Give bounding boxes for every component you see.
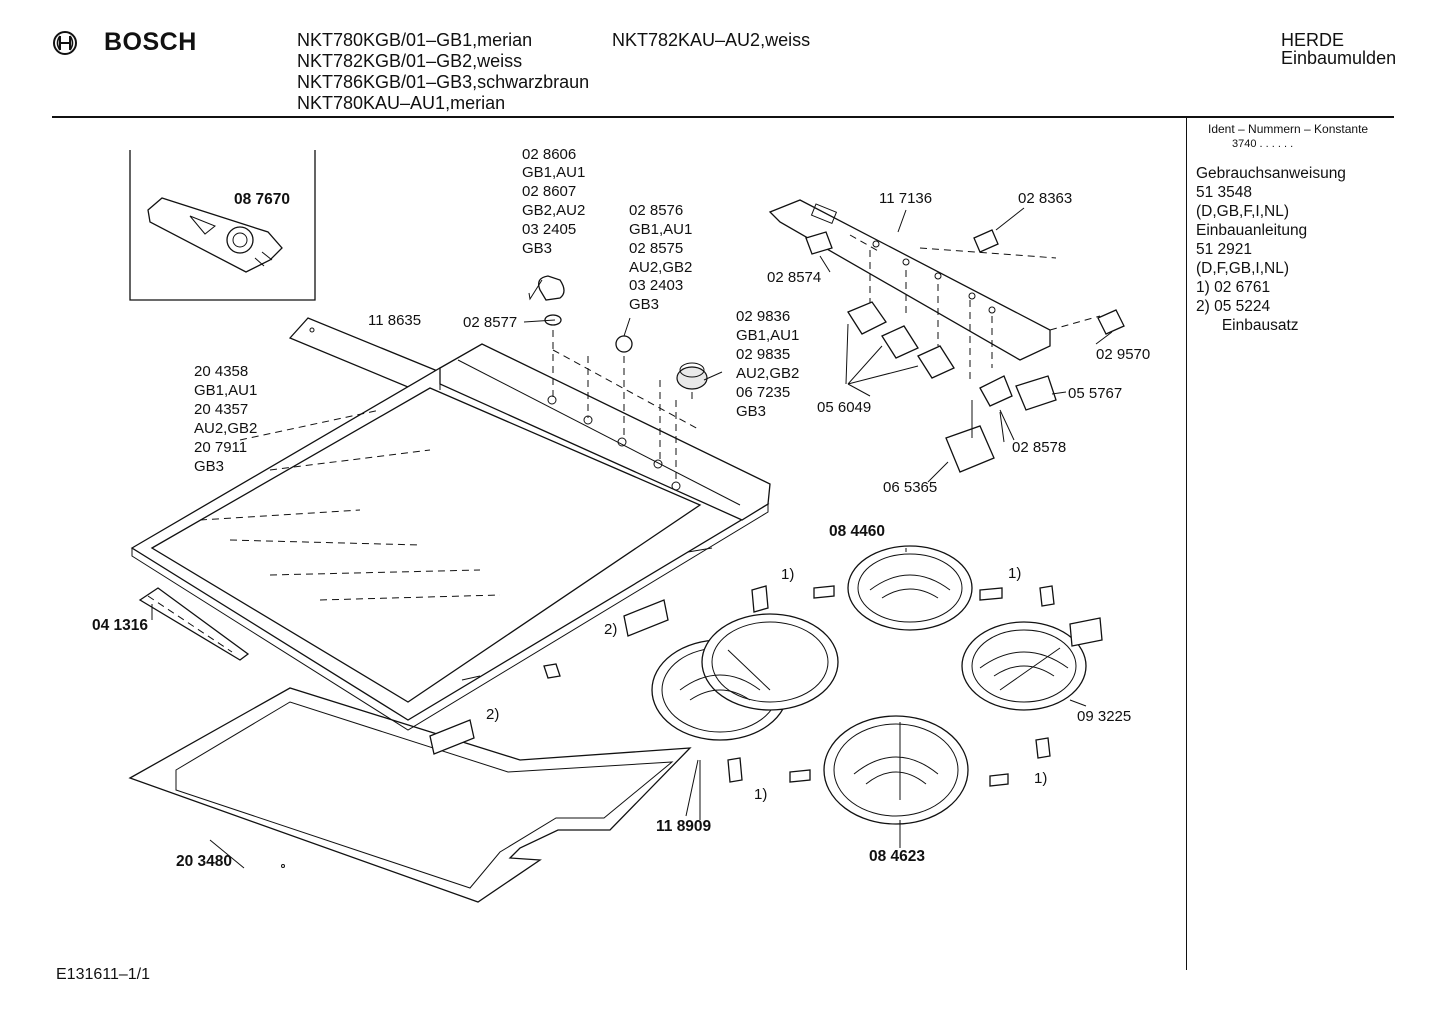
knob-stack-line: 03 2405 [522, 221, 577, 238]
sidebar-line: 51 3548 [1196, 184, 1253, 201]
frame-stack-line: GB3 [194, 458, 225, 475]
leader-lines [151, 207, 1113, 869]
cap-stack-line: GB3 [736, 403, 767, 420]
label-028577: 02 8577 [463, 314, 518, 331]
ref-note-1: 1) [781, 566, 795, 583]
sidebar-line: Einbausatz [1196, 317, 1299, 334]
category-subtitle: Einbaumulden [1281, 48, 1397, 68]
sidebar-line: 1) 02 6761 [1196, 279, 1271, 296]
frame-stack-line: GB1,AU1 [194, 382, 258, 399]
label-028363: 02 8363 [1018, 190, 1073, 207]
ref-note-1: 1) [1008, 565, 1022, 582]
category-title: HERDE [1281, 30, 1345, 50]
bosch-logo-icon [52, 30, 78, 61]
cap-stack-line: 02 9835 [736, 346, 791, 363]
drawing-id: E131611–1/1 [56, 966, 151, 983]
side-rail [138, 587, 250, 661]
cap-stack-line: 02 9836 [736, 308, 791, 325]
frame-stack-line: AU2,GB2 [194, 420, 258, 437]
model-line-5: NKT782KAU–AU2,weiss [612, 30, 811, 50]
ref-note-2: 2) [604, 621, 618, 638]
ref-note-1: 1) [1034, 770, 1048, 787]
ident-title: Ident – Nummern – Konstante [1208, 122, 1369, 136]
frame-stack-line: 20 4358 [194, 363, 249, 380]
cap-stack-line: 06 7235 [736, 384, 791, 401]
lamp-stack-line: 03 2403 [629, 277, 684, 294]
sidebar-line: Gebrauchsanweisung [1196, 165, 1346, 182]
lamp-stack-line: GB1,AU1 [629, 221, 693, 238]
label-118909: 11 8909 [656, 818, 712, 835]
sidebar-divider [1186, 118, 1187, 970]
cap-stack-line: GB1,AU1 [736, 327, 800, 344]
knob-stack-line: GB3 [522, 240, 553, 257]
label-065365: 06 5365 [883, 479, 938, 496]
label-084460: 08 4460 [829, 523, 886, 540]
sidebar-line: 2) 05 5224 [1196, 298, 1271, 315]
header-rule [52, 116, 1394, 118]
exploded-parts-drawing [128, 150, 1125, 903]
model-line-2: NKT782KGB/01–GB2,weiss [297, 51, 523, 71]
control-bracket [768, 199, 1125, 473]
lamp-stack-line: AU2,GB2 [629, 259, 693, 276]
heating-elements [651, 545, 1087, 848]
frame-stack-line: 20 7911 [194, 439, 248, 456]
cap-stack-line: AU2,GB2 [736, 365, 800, 382]
ref-note-2: 2) [486, 706, 500, 723]
sidebar-line: (D,GB,F,I,NL) [1196, 203, 1290, 220]
sidebar-line: 51 2921 [1196, 241, 1253, 258]
model-line-1: NKT780KGB/01–GB1,merian [297, 30, 533, 50]
label-203480: 20 3480 [176, 853, 233, 870]
knob-stack-line: 02 8606 [522, 146, 577, 163]
knob-stack-line: GB1,AU1 [522, 164, 586, 181]
label-028574: 02 8574 [767, 269, 822, 286]
knob-stack-line: GB2,AU2 [522, 202, 586, 219]
ref-note-1: 1) [754, 786, 768, 803]
frame-stack-line: 20 4357 [194, 401, 249, 418]
model-line-4: NKT780KAU–AU1,merian [297, 93, 506, 113]
label-041316: 04 1316 [92, 617, 149, 634]
ident-value: 3740 . . . . . . [1232, 138, 1294, 150]
label-087670: 08 7670 [234, 191, 291, 208]
label-028578: 02 8578 [1012, 439, 1067, 456]
lamp-stack-line: 02 8575 [629, 240, 684, 257]
lamp-stack-line: 02 8576 [629, 202, 684, 219]
sidebar-line: (D,F,GB,I,NL) [1196, 260, 1290, 277]
label-084623: 08 4623 [869, 848, 926, 865]
label-055767: 05 5767 [1068, 385, 1123, 402]
knob-stack-line: 02 8607 [522, 183, 577, 200]
inset-box [129, 150, 316, 301]
cooktop-glass-frame [130, 343, 771, 731]
label-118635: 11 8635 [368, 312, 422, 329]
label-056049: 05 6049 [817, 399, 872, 416]
knob-and-lamp-parts [537, 275, 708, 484]
label-029570: 02 9570 [1096, 346, 1151, 363]
model-line-3: NKT786KGB/01–GB3,schwarzbraun [297, 72, 590, 92]
label-117136: 11 7136 [879, 190, 933, 207]
clip-parts [429, 585, 1103, 787]
lamp-stack-line: GB3 [629, 296, 660, 313]
sidebar-line: Einbauanleitung [1196, 222, 1308, 239]
brand-name: BOSCH [104, 28, 197, 56]
label-093225: 09 3225 [1077, 708, 1132, 725]
